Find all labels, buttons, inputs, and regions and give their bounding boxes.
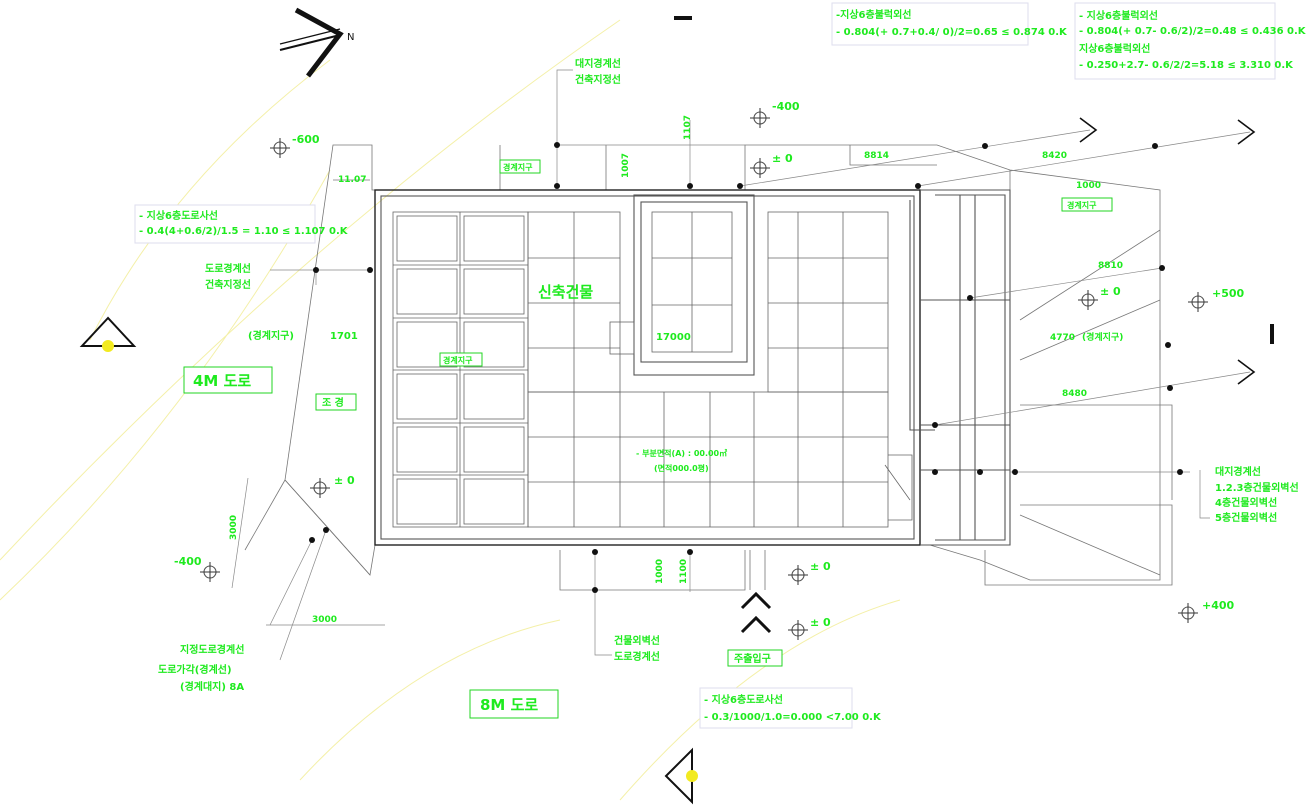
building-label: 신축건물 [538, 283, 593, 301]
note-top-center: -지상6층불럭외선 - 0.804(+ 0.7+0.4/ 0)/2=0.65 ≤… [831, 2, 1068, 46]
level-zero-right: ± 0 [1100, 285, 1121, 298]
label-right-line-1: 대지경계선 [1215, 465, 1261, 478]
svg-text:- 지상6층불럭외선: - 지상6층불럭외선 [1079, 9, 1158, 22]
svg-text:4M 도로: 4M 도로 [193, 372, 251, 390]
svg-text:주출입구: 주출입구 [734, 652, 771, 665]
label-right-line-4: 5층건물외벽선 [1215, 511, 1277, 524]
interior-grid [392, 194, 913, 528]
dim-top-3: 1107 [683, 115, 693, 140]
dim-top-4: 8814 [864, 151, 889, 161]
road-label-south: 8M 도로 [469, 689, 559, 719]
label-left-line-1: 도로경계선 [205, 262, 251, 275]
dim-top-6: 1000 [1076, 181, 1101, 191]
grid-note-2: (면적000.0평) [654, 463, 709, 473]
courtyard-label: 17000 [656, 332, 691, 343]
label-left-dim-b: 1701 [330, 331, 358, 342]
yellow-guide-lines [0, 19, 901, 801]
svg-text:- 0.3/1000/1.0=0.000 <7.00 0.K: - 0.3/1000/1.0=0.000 <7.00 0.K [704, 712, 882, 723]
label-left-line-2: 건축지정선 [205, 278, 251, 291]
dim-top-1: 11.07 [338, 175, 366, 185]
arrow-head-icon [1079, 117, 1098, 143]
level-bottom-right: +400 [1202, 599, 1235, 612]
intersection-dots [309, 142, 1183, 593]
landscape-tag: 조 경 [315, 393, 357, 411]
level-left-minus: -400 [174, 555, 202, 568]
arrow-head-icon [1237, 359, 1256, 385]
grid-note-1: - 부분면적(A) : 00.00㎡ [636, 448, 727, 458]
north-arrow-icon: N [279, 7, 354, 78]
level-right-plus: +500 [1212, 287, 1245, 300]
top-marker [674, 16, 692, 20]
label-lb-line-3: (경계대지) 8A [180, 680, 244, 693]
north-label: N [347, 32, 354, 43]
label-top-line-1: 대지경계선 [575, 57, 621, 70]
label-right-line-3: 4층건물외벽선 [1215, 496, 1277, 509]
label-left-dim-a: (경계지구) [248, 329, 294, 342]
entrance-arrow-icon [740, 591, 772, 634]
right-marker [1270, 324, 1274, 344]
label-lb-line-2: 도로가각(경계선) [158, 663, 232, 676]
road-label-west: 4M 도로 [183, 366, 273, 394]
tag-right: 경계지구 [1061, 197, 1113, 212]
label-bottom-line-2: 도로경계선 [614, 650, 660, 663]
note-left: - 지상6층도로사선 - 0.4(4+0.6/2)/1.5 = 1.10 ≤ 1… [134, 204, 349, 244]
dim-left-2: 3000 [229, 515, 239, 540]
svg-text:- 0.804(+ 0.7- 0.6/2)/2=0.48 ≤: - 0.804(+ 0.7- 0.6/2)/2=0.48 ≤ 0.436 0.K [1079, 26, 1306, 37]
level-top-left: -600 [292, 133, 320, 146]
svg-text:- 지상6층도로사선: - 지상6층도로사선 [139, 209, 218, 222]
dim-bottom-2: 1100 [679, 559, 689, 584]
label-top-line-2: 건축지정선 [575, 73, 621, 86]
svg-text:- 0.804(+ 0.7+0.4/ 0)/2=0.65 ≤: - 0.804(+ 0.7+0.4/ 0)/2=0.65 ≤ 0.874 0.K [836, 27, 1068, 38]
svg-text:경계지구: 경계지구 [1067, 200, 1097, 210]
svg-text:경계지구: 경계지구 [443, 355, 473, 365]
svg-text:-지상6층불럭외선: -지상6층불럭외선 [836, 8, 912, 21]
svg-text:조 경: 조 경 [322, 396, 344, 409]
view-point-icon [79, 316, 137, 352]
dim-bottom-1: 1000 [655, 559, 665, 584]
arrow-head-icon [1237, 119, 1256, 145]
sight-lines [739, 117, 1256, 426]
dim-right-4: 8480 [1062, 389, 1087, 399]
level-bottom-zero-b: ± 0 [810, 616, 831, 629]
note-top-right: - 지상6층불럭외선 - 0.804(+ 0.7- 0.6/2)/2=0.48 … [1074, 2, 1306, 80]
level-top-mid: -400 [772, 100, 800, 113]
entrance-tag: 주출입구 [727, 649, 783, 667]
label-bottom-line-1: 건물외벽선 [614, 634, 660, 647]
svg-text:지상6층불럭외선: 지상6층불럭외선 [1079, 42, 1150, 55]
note-bottom: - 지상6층도로사선 - 0.3/1000/1.0=0.000 <7.00 0.… [699, 687, 882, 729]
label-right-line-2: 1.2.3층건물외벽선 [1215, 481, 1299, 494]
dim-left-1: 3000 [312, 615, 337, 625]
label-lb-line-1: 지정도로경계선 [180, 643, 244, 656]
level-left-zero: ± 0 [334, 474, 355, 487]
svg-text:경계지구: 경계지구 [503, 162, 533, 172]
dim-top-5: 8420 [1042, 151, 1067, 161]
tag-left: 경계지구 [439, 352, 483, 367]
dim-right-3: (경계지구) [1082, 331, 1123, 343]
view-point-icon-bottom [664, 747, 698, 805]
tag-top: 경계지구 [499, 159, 541, 174]
dim-right-2: 4770 [1050, 333, 1075, 343]
level-marker-icons [200, 108, 1208, 640]
svg-text:- 0.250+2.7- 0.6/2/2=5.18 ≤ 3.: - 0.250+2.7- 0.6/2/2=5.18 ≤ 3.310 0.K [1079, 60, 1294, 71]
svg-text:8M 도로: 8M 도로 [480, 696, 538, 714]
svg-text:- 지상6층도로사선: - 지상6층도로사선 [704, 693, 783, 706]
dim-right-1: 8810 [1098, 261, 1123, 271]
level-bottom-zero-a: ± 0 [810, 560, 831, 573]
svg-text:- 0.4(4+0.6/2)/1.5 = 1.10 ≤ 1.: - 0.4(4+0.6/2)/1.5 = 1.10 ≤ 1.107 0.K [139, 226, 349, 237]
dim-top-2: 1007 [621, 153, 631, 178]
level-zero-top: ± 0 [772, 152, 793, 165]
building-walls [374, 189, 1011, 546]
